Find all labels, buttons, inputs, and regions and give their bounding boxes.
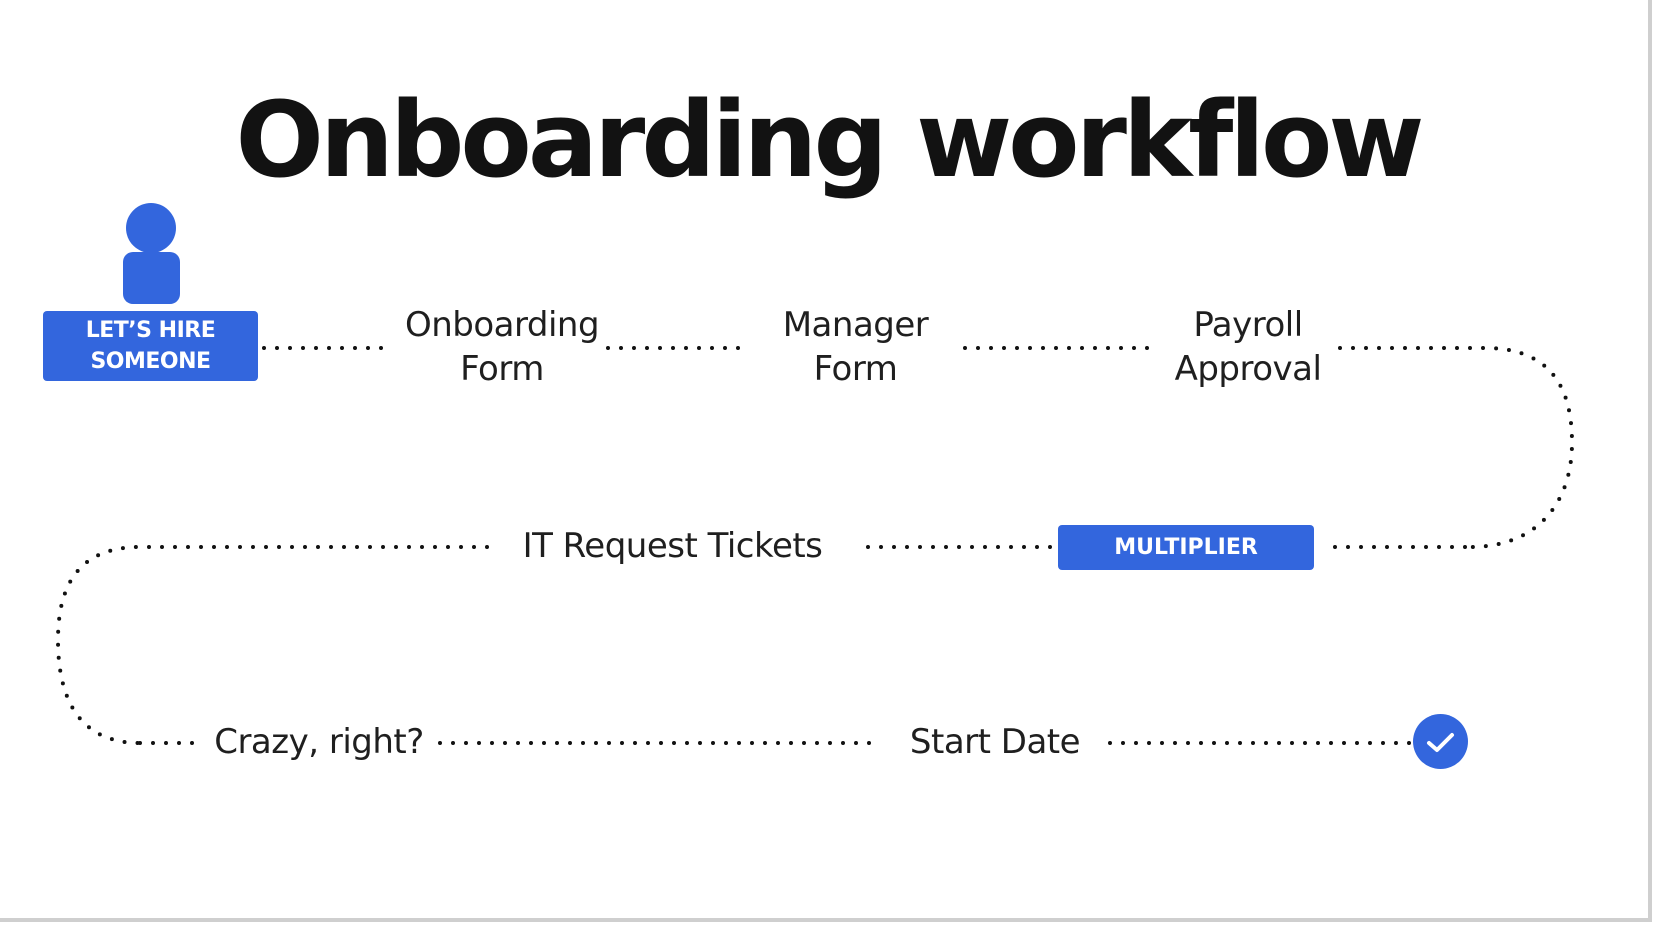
step-payroll-line2: Approval <box>1174 349 1322 389</box>
connector-payroll-curve <box>1338 346 1575 549</box>
hire-label-line2: SOMEONE <box>90 349 211 374</box>
multiplier-badge: MULTIPLIER <box>1058 525 1314 570</box>
step-start-date: Start Date <box>909 722 1081 762</box>
step-onboarding-line2: Form <box>460 349 544 389</box>
lets-hire-someone-badge: LET’S HIRE SOMEONE <box>43 311 258 381</box>
step-payroll-line1: Payroll <box>1193 305 1303 345</box>
person-icon-head <box>126 203 176 253</box>
step-it-request-tickets: IT Request Tickets <box>522 526 823 566</box>
step-crazy-right: Crazy, right? <box>214 722 424 762</box>
step-payroll-approval: Payroll Approval <box>1158 303 1338 391</box>
person-icon <box>123 252 180 304</box>
checkmark-icon <box>1413 714 1468 769</box>
step-manager-form: Manager Form <box>748 303 963 391</box>
step-onboarding-form: Onboarding Form <box>392 303 612 391</box>
hire-label-line1: LET’S HIRE <box>85 318 216 343</box>
step-onboarding-line1: Onboarding <box>404 305 600 345</box>
step-manager-line2: Form <box>813 349 898 389</box>
page-title: Onboarding workflow <box>235 79 1425 201</box>
connector-it-left-curve <box>55 545 489 745</box>
step-manager-line1: Manager <box>782 305 929 345</box>
